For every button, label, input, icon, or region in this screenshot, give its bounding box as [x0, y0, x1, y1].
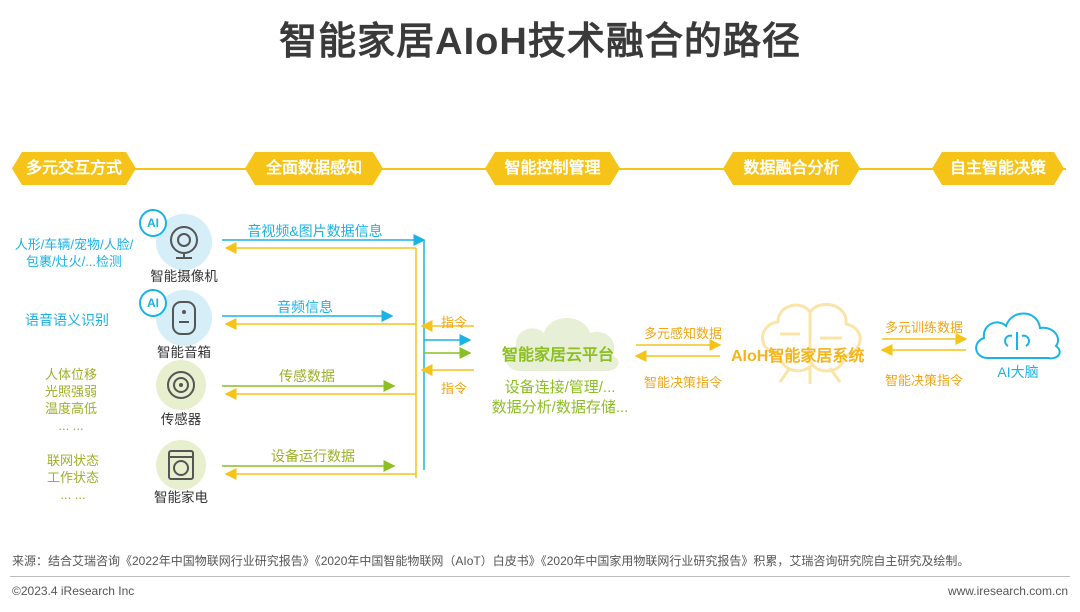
- source-note: 来源：结合艾瑞咨询《2022年中国物联网行业研究报告》《2020年中国智能物联网…: [12, 554, 970, 568]
- appliance-data-label: 设备运行数据: [271, 448, 355, 464]
- appliance-interaction-line-3: ... ...: [60, 487, 86, 502]
- camera-interaction-line-1: 人形/车辆/宠物/人脸/: [14, 237, 134, 252]
- sensor-interaction-line-2: 光照强弱: [44, 384, 97, 399]
- system-to-brain-forward-label: 多元训练数据: [885, 320, 964, 335]
- cloud-icon: [505, 318, 619, 371]
- sensor-interaction-line-1: 人体位移: [44, 367, 97, 382]
- cloud-to-system-backward-label: 智能决策指令: [644, 375, 723, 390]
- washing-machine-icon: [168, 450, 194, 480]
- speaker-name: 智能音箱: [157, 345, 211, 360]
- camera-interaction-label: 人形/车辆/宠物/人脸/ 包裹/灶火/...检测: [0, 236, 148, 270]
- cloud-to-system-forward-label: 多元感知数据: [644, 326, 723, 341]
- camera-icon: [170, 226, 198, 259]
- appliance-name: 智能家电: [154, 490, 208, 505]
- sensor-data-label: 传感数据: [279, 368, 335, 384]
- command-label-1: 指令: [441, 315, 468, 330]
- command-label-2: 指令: [441, 381, 468, 396]
- footer-divider: [10, 576, 1070, 577]
- sensor-interaction-line-4: ... ...: [58, 418, 84, 433]
- stage-fusion: 数据融合分析: [723, 152, 860, 185]
- speaker-interaction-label: 语音语义识别: [25, 312, 109, 328]
- sensor-icon-circle: [156, 360, 206, 410]
- aioh-system-title: AIoH智能家居系统: [731, 348, 865, 365]
- stage-interaction: 多元交互方式: [12, 152, 136, 185]
- camera-name: 智能摄像机: [150, 269, 218, 284]
- camera-interaction-line-2: 包裹/灶火/...检测: [25, 254, 123, 269]
- appliance-interaction-label: 联网状态 工作状态 ... ...: [30, 452, 116, 503]
- ai-brain-circuit-icon: [761, 302, 862, 384]
- ai-badge-camera: AI: [139, 209, 167, 237]
- copyright: ©2023.4 iResearch Inc: [12, 584, 135, 598]
- stage-decision: 自主智能决策: [932, 152, 1064, 185]
- page-title: 智能家居AIoH技术融合的路径: [279, 21, 801, 63]
- ai-badge-speaker: AI: [139, 289, 167, 317]
- appliance-interaction-line-1: 联网状态: [46, 453, 99, 468]
- cloud-subtitle-line-1: 设备连接/管理/...: [504, 379, 616, 396]
- speaker-data-label: 音频信息: [277, 299, 333, 315]
- speaker-icon: [172, 301, 196, 335]
- appliance-icon-circle: [156, 440, 206, 490]
- sensor-name: 传感器: [160, 412, 202, 427]
- cloud-platform-title: 智能家居云平台: [502, 347, 615, 364]
- website-link[interactable]: www.iresearch.com.cn: [947, 584, 1068, 598]
- cloud-subtitle-line-2: 数据分析/数据存储...: [491, 399, 629, 416]
- stage-perception: 全面数据感知: [245, 152, 383, 185]
- sensor-interaction-label: 人体位移 光照强弱 温度高低 ... ...: [28, 366, 114, 434]
- ai-brain-label: AI大脑: [997, 364, 1039, 380]
- system-to-brain-backward-label: 智能决策指令: [885, 373, 964, 388]
- ai-brain-cloud-icon: [975, 312, 1061, 360]
- sensor-icon: [167, 371, 195, 399]
- camera-data-label: 音视频&图片数据信息: [247, 223, 383, 239]
- appliance-interaction-line-2: 工作状态: [46, 470, 99, 485]
- stage-control: 智能控制管理: [485, 152, 620, 185]
- sensor-interaction-line-3: 温度高低: [44, 401, 97, 416]
- cloud-platform-subtitle: 设备连接/管理/... 数据分析/数据存储...: [480, 378, 640, 418]
